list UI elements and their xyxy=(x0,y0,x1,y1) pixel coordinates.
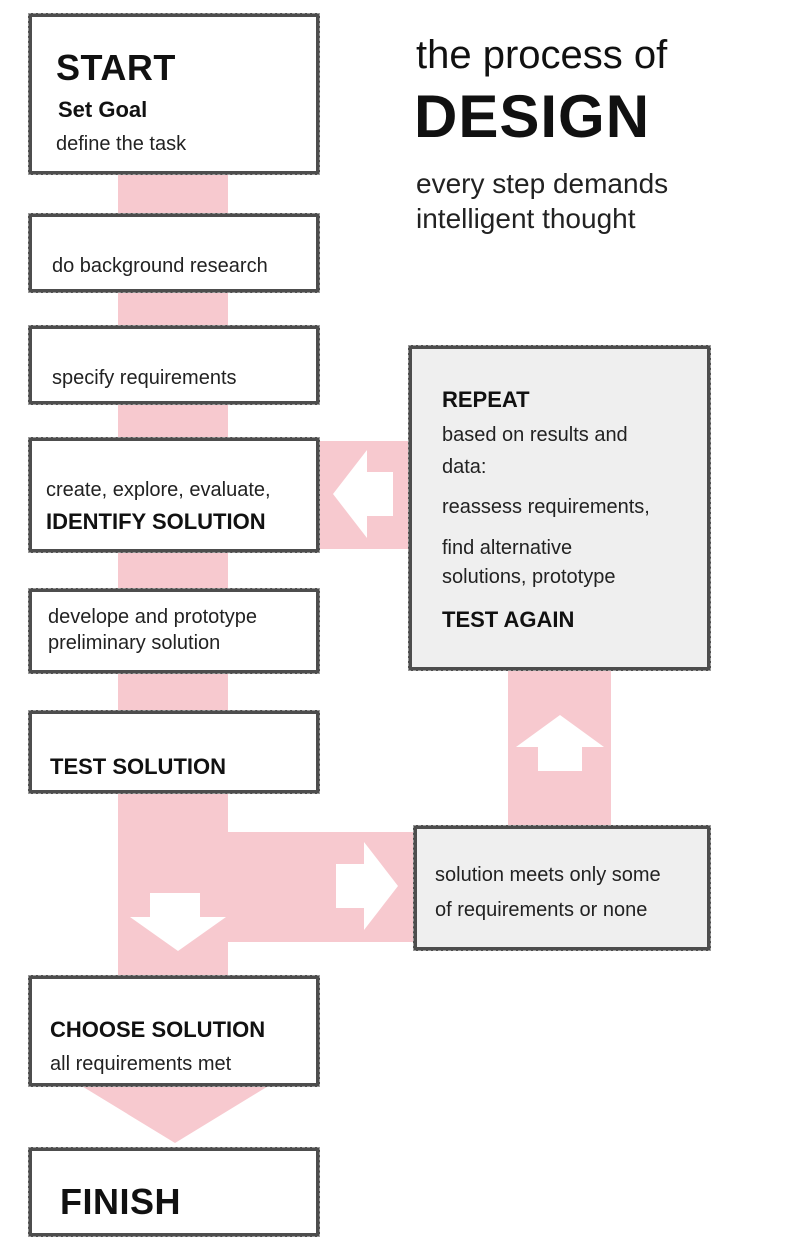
step-identify: create, explore, evaluate, IDENTIFY SOLU… xyxy=(28,437,320,553)
repeat-line-5: solutions, prototype xyxy=(442,566,616,588)
up-arrow-icon xyxy=(516,715,604,771)
step-start: START Set Goal define the task xyxy=(28,13,320,175)
finish-title: FINISH xyxy=(60,1181,182,1222)
step-research: do background research xyxy=(28,213,320,293)
down-arrow-icon xyxy=(130,893,226,951)
research-text: do background research xyxy=(52,255,268,277)
step-test: TEST SOLUTION xyxy=(28,710,320,794)
prototype-line-1: develope and prototype xyxy=(48,606,258,628)
choose-bold: CHOOSE SOLUTION xyxy=(50,1017,266,1042)
step-choose: CHOOSE SOLUTION all requirements met xyxy=(28,975,320,1087)
test-bold: TEST SOLUTION xyxy=(50,754,226,779)
identify-bold: IDENTIFY SOLUTION xyxy=(46,509,266,534)
repeat-line-2: data: xyxy=(442,456,487,478)
step-requirements: specify requirements xyxy=(28,325,320,405)
main-flow-band xyxy=(118,170,228,990)
repeat-bold: TEST AGAIN xyxy=(442,607,575,632)
partial-line-1: solution meets only some xyxy=(435,864,661,886)
left-arrow-icon xyxy=(333,450,393,538)
start-title: START xyxy=(56,47,176,88)
finish-arrow-icon xyxy=(80,1085,270,1143)
step-prototype: develope and prototype preliminary solut… xyxy=(28,588,320,674)
right-arrow-icon xyxy=(336,842,398,930)
requirements-text: specify requirements xyxy=(52,367,237,389)
repeat-line-1: based on results and xyxy=(442,424,628,446)
start-text: define the task xyxy=(56,133,187,155)
repeat-line-3: reassess requirements, xyxy=(442,496,650,518)
identify-text: create, explore, evaluate, xyxy=(46,479,271,501)
step-finish: FINISH xyxy=(28,1147,320,1237)
partial-line-2: of requirements or none xyxy=(435,899,648,921)
partial-box: solution meets only some of requirements… xyxy=(413,825,711,951)
heading-line-4: intelligent thought xyxy=(416,203,636,234)
repeat-box: REPEAT based on results and data: reasse… xyxy=(408,345,711,671)
heading-line-1: the process of xyxy=(416,33,668,77)
prototype-line-2: preliminary solution xyxy=(48,632,221,654)
start-subtitle: Set Goal xyxy=(58,97,148,122)
repeat-title: REPEAT xyxy=(442,387,530,412)
heading-line-3: every step demands xyxy=(416,168,669,199)
heading-design: DESIGN xyxy=(414,83,651,150)
repeat-line-4: find alternative xyxy=(442,537,573,559)
choose-text: all requirements met xyxy=(50,1053,232,1075)
